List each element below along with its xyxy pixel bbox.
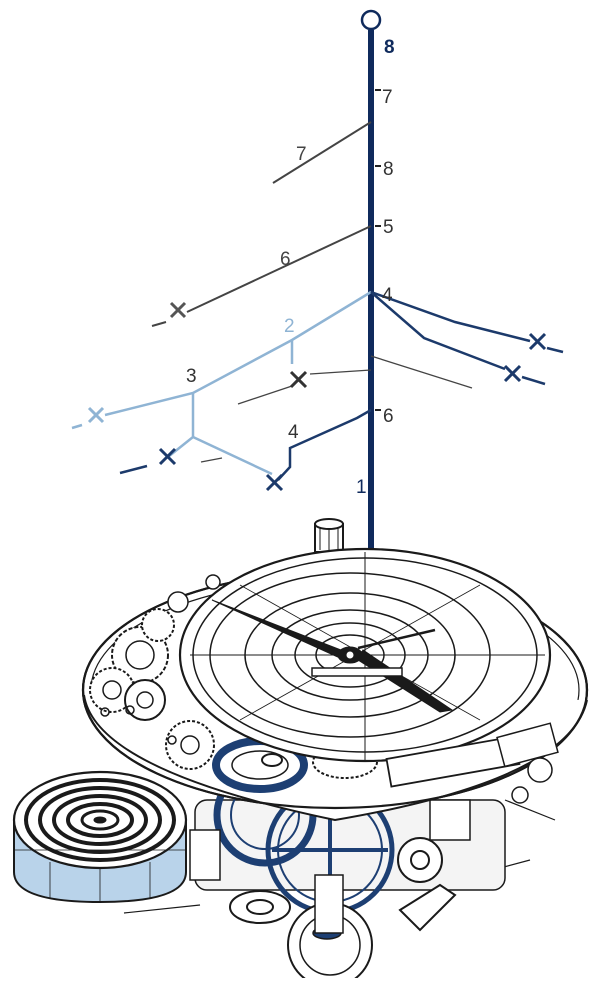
- stem-label-6: 6: [383, 406, 394, 427]
- dial: [178, 547, 552, 788]
- x-mark-icon: [87, 406, 105, 424]
- branch-label-7: 7: [296, 144, 307, 165]
- plate-gears-left: [89, 574, 221, 770]
- stem-label-8: 8: [383, 159, 394, 180]
- mainspring-barrel: [12, 770, 188, 904]
- branch-7: [272, 121, 372, 184]
- stem-label-top: 8: [384, 37, 395, 58]
- top-node-icon: [360, 9, 382, 31]
- branch-label-6: 6: [280, 249, 291, 270]
- branch-6-tail: [151, 321, 167, 327]
- gear-icon: [397, 837, 443, 883]
- stem-label-7: 7: [382, 87, 393, 108]
- branch-4: [277, 408, 372, 481]
- minute-hand: [211, 599, 347, 659]
- branch-label-4: 4: [288, 422, 299, 443]
- gear-icon: [124, 679, 166, 721]
- gear-icon: [165, 720, 215, 770]
- branch-light: [71, 290, 372, 476]
- right-parts: [496, 722, 559, 804]
- x-mark-icon: [169, 301, 187, 319]
- watch-mechanism: [12, 518, 589, 983]
- x-mark-icon: [265, 473, 284, 492]
- branch-label-3: 3: [186, 366, 197, 387]
- left-tail: [119, 464, 148, 475]
- x-mark-icon: [289, 370, 308, 389]
- branch-6: [186, 225, 372, 313]
- crown: [314, 518, 344, 553]
- x-mark-icon: [158, 447, 177, 466]
- x-mark-icon: [528, 332, 547, 351]
- x-mark-icon: [503, 364, 522, 383]
- branch-dark-right: [370, 290, 564, 386]
- stem-label-5: 5: [383, 217, 394, 238]
- thin-lines: [200, 355, 473, 463]
- stem-label-1: 1: [356, 477, 367, 498]
- branch-label-2: 2: [284, 316, 295, 337]
- hour-hand: [357, 649, 454, 713]
- stem-ticks: [375, 89, 381, 411]
- stem-label-4: 4: [382, 285, 393, 306]
- branch-tree: 8 7 8 5 4 6 1 7 6 2 3 4: [71, 9, 564, 556]
- gear-icon: [141, 608, 175, 642]
